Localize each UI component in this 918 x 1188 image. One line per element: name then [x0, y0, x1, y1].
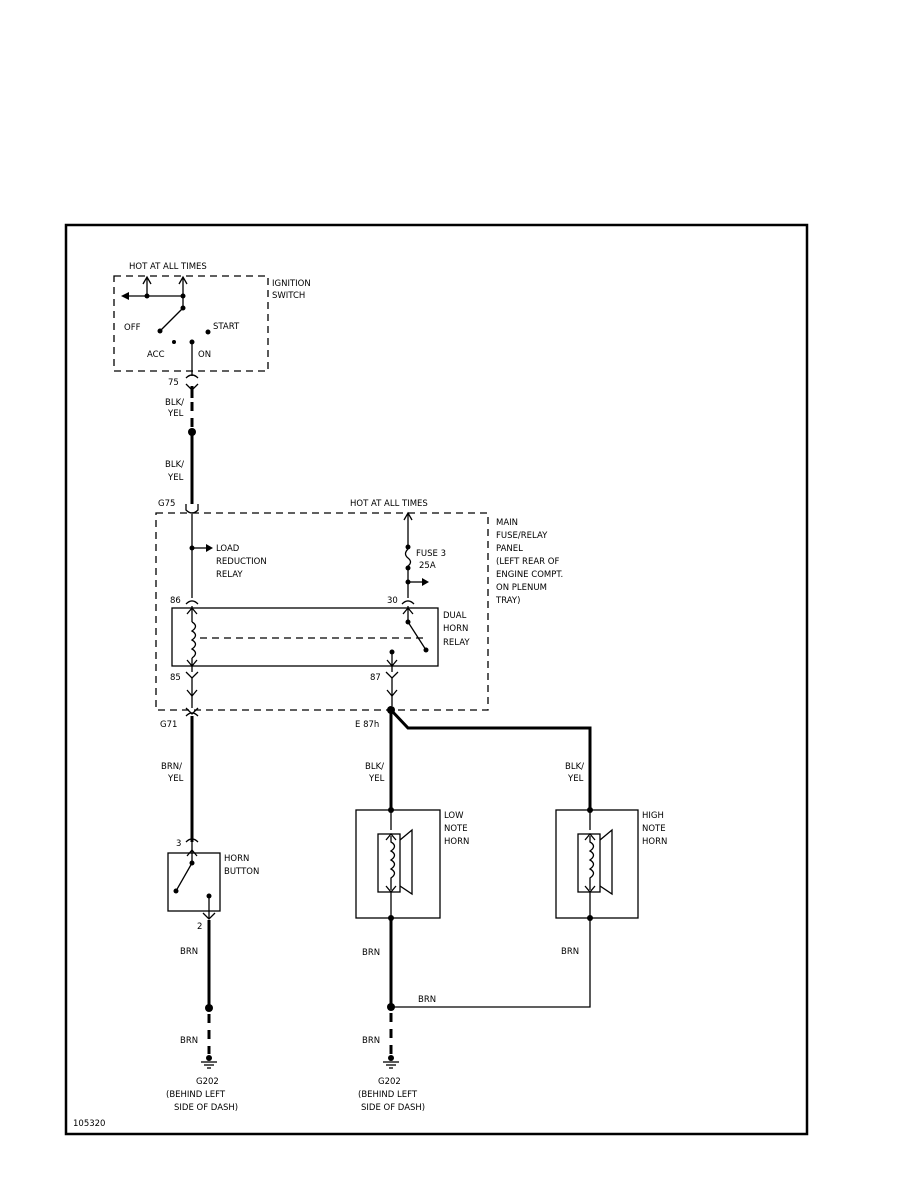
horn-relay-title-1: DUAL — [443, 611, 467, 621]
ignition-acc-label: ACC — [147, 350, 165, 360]
low-horn-coil-box — [377, 833, 401, 893]
wire-brn-label-3: BRN — [362, 948, 380, 958]
wire-blk-label-4: BLK/ — [565, 762, 584, 772]
horn-button-pin-3: 3 — [176, 839, 181, 849]
horn-button-title-2: BUTTON — [224, 867, 259, 877]
fuse-panel-title-7: TRAY) — [495, 596, 520, 606]
fuse-panel-title-4: (LEFT REAR OF — [496, 557, 559, 567]
fuse-25a-label: 25A — [419, 561, 436, 571]
wire-blk-yel-ignition: BLK/ YEL BLK/ YEL — [165, 386, 196, 504]
connector-e87h-label: E 87h — [355, 720, 379, 730]
fuse-panel-title-2: FUSE/RELAY — [496, 531, 548, 541]
wire-brn-label-2: BRN — [180, 1036, 198, 1046]
wire-brn-yel-label-2: YEL — [167, 774, 184, 784]
ignition-hot-label: HOT AT ALL TIMES — [129, 262, 207, 272]
fuse-panel-hot-label: HOT AT ALL TIMES — [350, 499, 428, 509]
ground-left-loc-1: (BEHIND LEFT — [166, 1090, 226, 1100]
fuse-panel-title-6: ON PLENUM — [496, 583, 547, 593]
wire-yel-label-3: YEL — [368, 774, 385, 784]
ignition-switch: HOT AT ALL TIMES IGNITION SWITCH OFF STA… — [113, 262, 311, 391]
load-relay-label-1: LOAD — [216, 544, 240, 554]
ground-left-id: G202 — [196, 1077, 219, 1087]
ignition-switch-box — [113, 275, 269, 372]
wire-yel-label-1: YEL — [167, 409, 184, 419]
ignition-off-label: OFF — [124, 323, 141, 333]
wire-brn-yel-label-1: BRN/ — [161, 762, 182, 772]
wire-brn-label-5: BRN — [418, 995, 436, 1005]
wire-brn-label-4: BRN — [362, 1036, 380, 1046]
fuse-panel-title-1: MAIN — [496, 518, 518, 528]
relay-pin-86: 86 — [170, 596, 181, 606]
wire-brn-grounds: BRN BRN BRN BRN BRN BRN — [180, 918, 591, 1054]
ground-g202-left: G202 (BEHIND LEFT SIDE OF DASH) — [166, 1055, 238, 1113]
high-horn-title-3: HORN — [642, 837, 667, 847]
ground-right-id: G202 — [378, 1077, 401, 1087]
low-horn-title-1: LOW — [444, 811, 464, 821]
wire-blk-label-1: BLK/ — [165, 398, 184, 408]
load-relay-label-3: RELAY — [216, 570, 243, 580]
fuse-panel-g75-label: G75 — [158, 499, 175, 509]
main-fuse-relay-panel: G75 HOT AT ALL TIMES MAIN FUSE/RELAY PAN… — [155, 499, 563, 711]
horn-relay-title-2: HORN — [443, 624, 468, 634]
ignition-title-1: IGNITION — [272, 279, 311, 289]
relay-pin-30: 30 — [387, 596, 398, 606]
connector-g71-label: G71 — [160, 720, 177, 730]
horn-button-title-1: HORN — [224, 854, 249, 864]
wire-blk-label-2: BLK/ — [165, 460, 184, 470]
high-horn-title-2: NOTE — [642, 824, 666, 834]
ignition-terminal-label: 75 — [168, 378, 179, 388]
figure-number: 105320 — [73, 1119, 105, 1129]
ignition-start-label: START — [213, 322, 240, 332]
low-horn-box — [355, 809, 441, 919]
ground-right-loc-1: (BEHIND LEFT — [358, 1090, 418, 1100]
diagram-frame — [64, 223, 809, 1136]
wire-yel-label-4: YEL — [567, 774, 584, 784]
wire-brn-label-6: BRN — [561, 947, 579, 957]
wire-brn-yel: G71 BRN/ YEL — [160, 707, 199, 842]
ground-left-loc-2: SIDE OF DASH) — [174, 1103, 238, 1113]
low-horn-title-2: NOTE — [444, 824, 468, 834]
fuse-panel-title-3: PANEL — [496, 544, 523, 554]
low-horn-title-3: HORN — [444, 837, 469, 847]
low-note-horn: LOW NOTE HORN — [355, 807, 469, 921]
wire-yel-label-2: YEL — [167, 473, 184, 483]
ignition-title-2: SWITCH — [272, 291, 305, 301]
relay-pin-85: 85 — [170, 673, 181, 683]
dual-horn-relay-box — [171, 607, 439, 667]
high-horn-coil-box — [577, 833, 601, 893]
wire-blk-label-3: BLK/ — [365, 762, 384, 772]
high-horn-title-1: HIGH — [642, 811, 664, 821]
high-note-horn: HIGH NOTE HORN — [555, 807, 667, 921]
ground-right-loc-2: SIDE OF DASH) — [361, 1103, 425, 1113]
ground-g202-right: G202 (BEHIND LEFT SIDE OF DASH) — [358, 1055, 425, 1113]
horn-relay-title-3: RELAY — [443, 638, 470, 648]
wire-blk-yel-horns: E 87h BLK/ YEL BLK/ YEL — [355, 706, 592, 808]
high-horn-box — [555, 809, 639, 919]
horn-button-pin-2: 2 — [197, 922, 202, 932]
load-relay-label-2: REDUCTION — [216, 557, 267, 567]
ignition-on-label: ON — [198, 350, 211, 360]
fuse-panel-title-5: ENGINE COMPT. — [496, 570, 563, 580]
horn-button: 3 HORN BUTTON 2 — [167, 838, 259, 932]
wire-brn-label-1: BRN — [180, 947, 198, 957]
fuse-3-label: FUSE 3 — [416, 549, 446, 559]
relay-pin-87: 87 — [370, 673, 381, 683]
